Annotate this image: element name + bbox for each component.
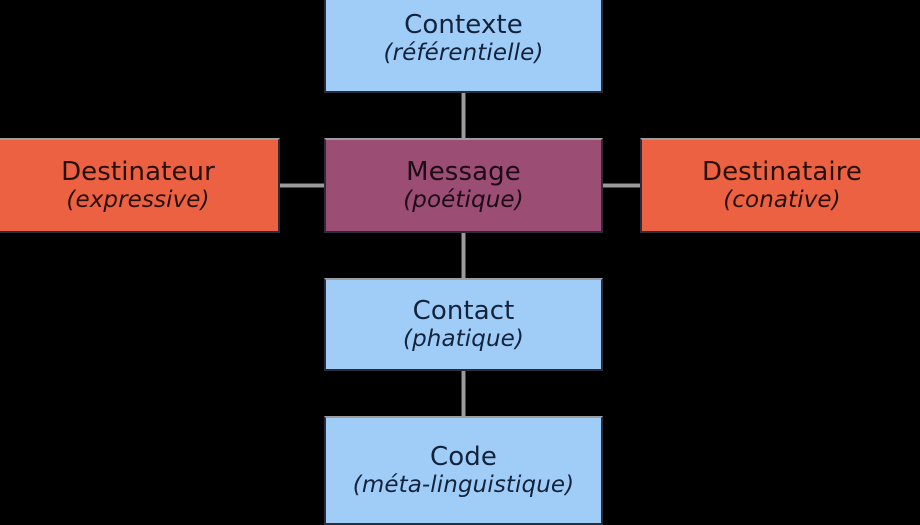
node-message-subtitle: (poétique) <box>403 187 524 214</box>
node-destinataire-subtitle: (conative) <box>723 187 841 214</box>
node-destinataire-title: Destinataire <box>701 157 863 188</box>
node-code-subtitle: (méta-linguistique) <box>352 472 575 499</box>
connector-destinateur-message <box>276 183 328 188</box>
node-contexte-title: Contexte <box>404 10 523 41</box>
connector-contexte-message <box>461 88 466 143</box>
node-contact[interactable]: Contact (phatique) <box>324 278 603 371</box>
node-destinateur-title: Destinateur <box>61 157 215 188</box>
node-code[interactable]: Code (méta-linguistique) <box>324 416 603 525</box>
node-code-title: Code <box>430 442 497 473</box>
node-contact-subtitle: (phatique) <box>403 326 524 353</box>
node-contexte-subtitle: (référentielle) <box>383 40 544 67</box>
node-destinataire[interactable]: Destinataire (conative) <box>640 138 920 233</box>
node-message-title: Message <box>406 157 521 188</box>
connector-message-destinataire <box>599 183 645 188</box>
connector-contact-code <box>461 366 466 421</box>
node-message[interactable]: Message (poétique) <box>324 138 603 233</box>
connector-message-contact <box>461 228 466 283</box>
node-destinateur-subtitle: (expressive) <box>66 187 210 214</box>
node-destinateur[interactable]: Destinateur (expressive) <box>0 138 280 233</box>
node-contexte[interactable]: Contexte (référentielle) <box>324 0 603 93</box>
node-contact-title: Contact <box>412 296 515 327</box>
